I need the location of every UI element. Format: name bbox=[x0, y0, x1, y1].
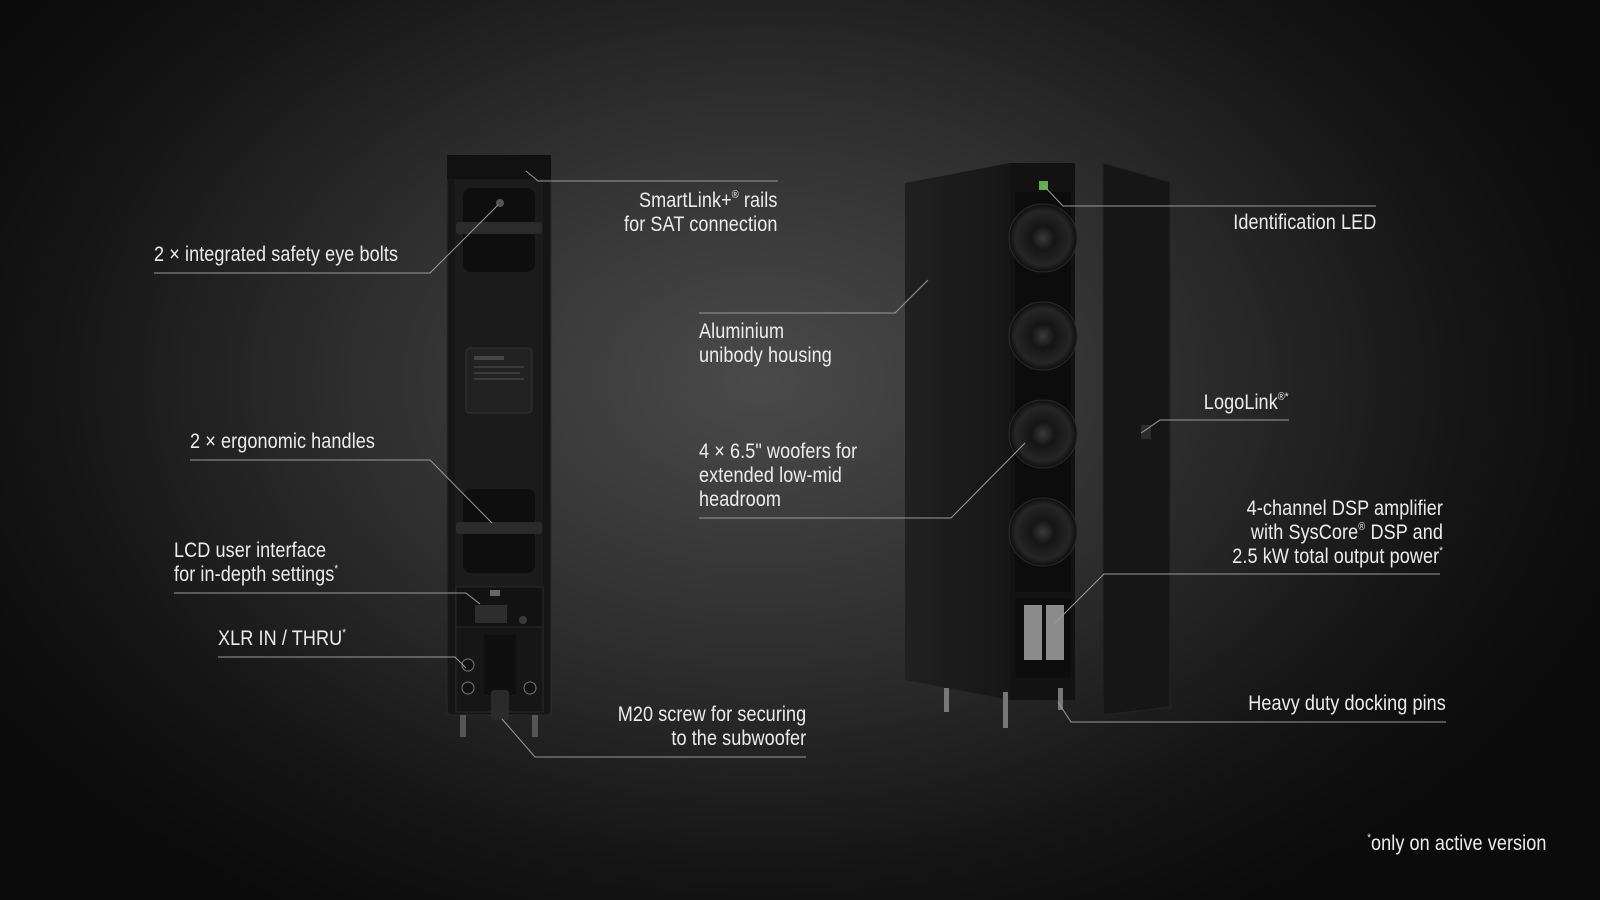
footnote: *only on active version bbox=[1367, 832, 1547, 855]
callout-handles: 2 × ergonomic handles bbox=[190, 430, 376, 453]
callout-woofers: 4 × 6.5" woofers for extended low-mid he… bbox=[699, 440, 858, 511]
leader-housing bbox=[699, 279, 929, 314]
callout-pins: Heavy duty docking pins bbox=[1248, 692, 1446, 715]
leader-smartlink bbox=[525, 170, 778, 182]
leader-logolink bbox=[1140, 419, 1289, 434]
callout-m20: M20 screw for securing to the subwoofer bbox=[617, 703, 806, 750]
callout-led: Identification LED bbox=[1232, 211, 1376, 234]
leader-handles bbox=[190, 459, 493, 524]
callout-eye-bolts: 2 × integrated safety eye bolts bbox=[154, 243, 399, 266]
leader-led bbox=[1042, 184, 1376, 207]
callout-xlr: XLR IN / THRU* bbox=[218, 627, 346, 650]
callout-smartlink: SmartLink+® rails for SAT connection bbox=[623, 189, 777, 236]
leader-lcd bbox=[174, 592, 481, 605]
leader-eye-bolts bbox=[154, 204, 499, 274]
leader-xlr bbox=[218, 656, 467, 669]
leader-pins bbox=[1057, 701, 1446, 723]
front-view-speaker bbox=[905, 162, 1171, 728]
leader-m20 bbox=[501, 718, 806, 758]
callout-lcd: LCD user interface for in-depth settings… bbox=[174, 539, 339, 586]
callout-housing: Aluminium unibody housing bbox=[699, 320, 832, 367]
leader-woofers bbox=[699, 442, 1026, 519]
callout-amp: 4-channel DSP amplifier with SysCore® DS… bbox=[1232, 497, 1443, 568]
callout-logolink: LogoLink®* bbox=[1204, 391, 1289, 414]
leader-amp bbox=[1054, 573, 1440, 624]
